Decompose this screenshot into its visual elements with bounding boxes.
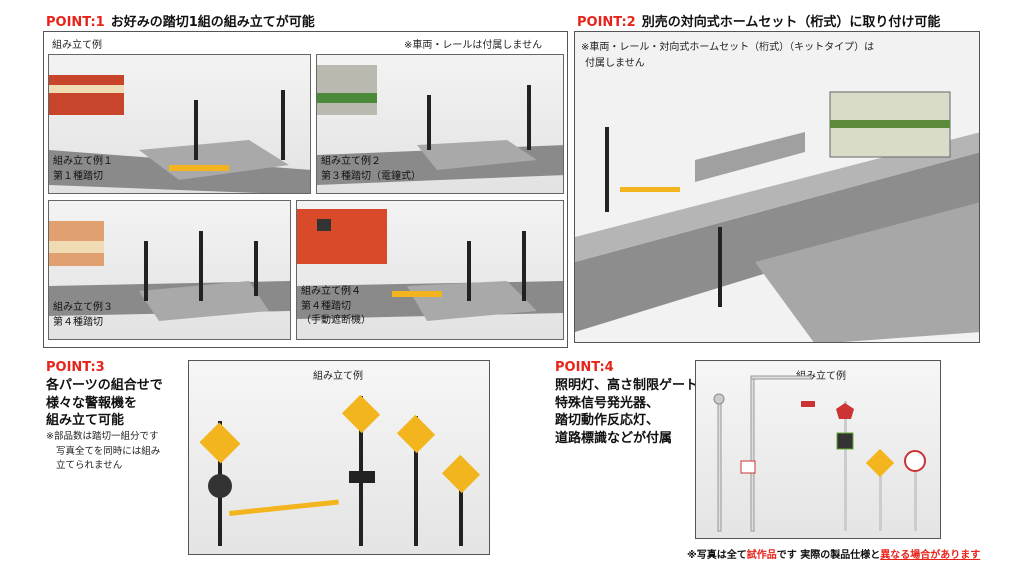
crossing-model-image	[49, 75, 310, 193]
point4-example-label: 組み立て例	[796, 371, 846, 382]
point1-heading: POINT:1 お好みの踏切1組の組み立てが可能	[46, 11, 315, 30]
photo-3-caption: 組み立て例３ 第４種踏切	[53, 302, 113, 328]
point2-note: ※車両・レール・対向式ホームセット（桁式）（キットタイプ）は 付属しません	[581, 42, 875, 69]
point2-panel: ※車両・レール・対向式ホームセット（桁式）（キットタイプ）は 付属しません	[574, 31, 980, 343]
photo-1-caption: 組み立て例１ 第１種踏切	[53, 156, 113, 182]
point3-description: 各パーツの組合せで 様々な警報機を 組み立て可能	[46, 378, 163, 429]
point1-title: お好みの踏切1組の組み立てが可能	[110, 15, 315, 30]
point3-subnote: ※部品数は踏切一組分です 写真全てを同時には組み 立てられません	[46, 431, 161, 472]
crossing-model-image	[297, 209, 563, 321]
point4-heading: POINT:4	[555, 360, 620, 375]
point1-example-label: 組み立て例	[52, 40, 102, 51]
point2-label: POINT:2	[577, 15, 636, 30]
crossing-model-image	[49, 221, 290, 321]
photo-example-4: 組み立て例４ 第４種踏切 （手動遮断機）	[296, 200, 564, 340]
point4-panel: 組み立て例	[695, 360, 941, 539]
photo-2-caption: 組み立て例２ 第３種踏切（電鐘式）	[321, 156, 421, 182]
accessories-image	[713, 375, 926, 532]
photo-example-3: 組み立て例３ 第４種踏切	[48, 200, 291, 340]
point3-example-label: 組み立て例	[313, 371, 363, 382]
point4-label: POINT:4	[555, 360, 614, 375]
platform-set-image	[575, 91, 979, 342]
photo-example-2: 組み立て例２ 第３種踏切（電鐘式）	[316, 54, 564, 194]
point3-panel: 組み立て例	[188, 360, 490, 555]
point1-panel: 組み立て例 ※車両・レールは付属しません 組み立て例１ 第１種踏切 組み立	[43, 31, 568, 348]
point1-note: ※車両・レールは付属しません	[404, 40, 543, 51]
point1-label: POINT:1	[46, 15, 105, 30]
point4-description: 照明灯、高さ制限ゲート 特殊信号発光器、 踏切動作反応灯、 道路標識などが付属	[555, 378, 699, 446]
crossing-model-image	[317, 65, 563, 185]
point3-label: POINT:3	[46, 360, 105, 375]
point2-title: 別売の対向式ホームセット（桁式）に取り付け可能	[641, 15, 941, 30]
footer-disclaimer: ※写真は全て試作品です 実際の製品仕様と異なる場合があります	[687, 550, 981, 561]
photo-example-1: 組み立て例１ 第１種踏切	[48, 54, 311, 194]
warning-signals-image	[199, 394, 481, 546]
photo-4-caption: 組み立て例４ 第４種踏切 （手動遮断機）	[301, 286, 371, 326]
point3-heading: POINT:3	[46, 360, 111, 375]
point2-heading: POINT:2 別売の対向式ホームセット（桁式）に取り付け可能	[577, 11, 940, 30]
